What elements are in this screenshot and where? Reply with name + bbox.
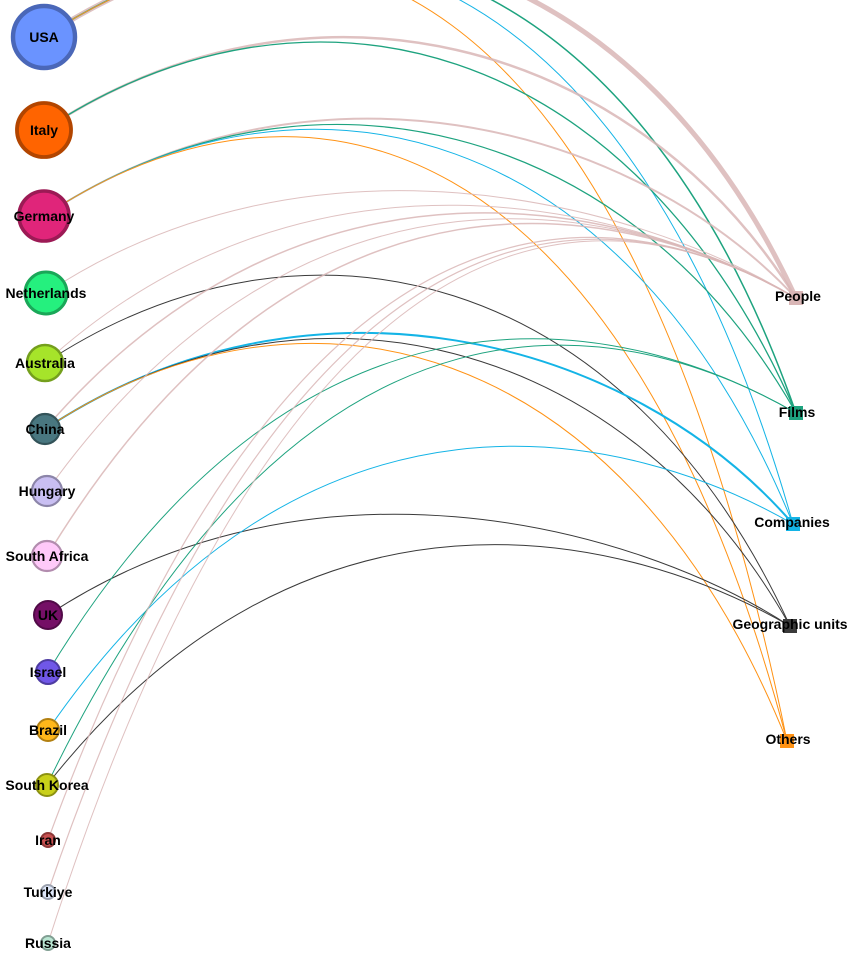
node-netherlands[interactable] xyxy=(23,270,69,316)
label-south-africa: South Africa xyxy=(6,548,89,564)
node-australia[interactable] xyxy=(25,343,65,383)
label-people: People xyxy=(775,288,821,304)
node-germany[interactable] xyxy=(17,189,71,243)
label-iran: Iran xyxy=(35,832,61,848)
edge-netherlands-to-people xyxy=(45,190,797,299)
edge-china-to-others xyxy=(44,342,788,742)
edge-usa-to-people xyxy=(42,0,799,300)
node-hungary[interactable] xyxy=(30,474,64,508)
node-brazil[interactable] xyxy=(36,718,60,742)
label-others: Others xyxy=(765,731,810,747)
node-others[interactable] xyxy=(780,734,794,748)
label-companies: Companies xyxy=(754,514,830,530)
edge-china-to-companies xyxy=(44,332,794,525)
node-italy[interactable] xyxy=(15,101,73,159)
label-films: Films xyxy=(779,404,816,420)
edge-israel-to-films xyxy=(47,338,797,673)
label-italy: Italy xyxy=(30,122,58,138)
label-russia: Russia xyxy=(25,935,71,951)
node-israel[interactable] xyxy=(35,659,61,685)
edge-south-korea-to-films xyxy=(46,344,797,786)
label-geographic-units: Geographic units xyxy=(732,616,847,632)
label-germany: Germany xyxy=(14,208,75,224)
edge-hungary-to-people xyxy=(46,218,797,492)
edge-australia-to-geographic-units xyxy=(44,274,791,627)
edge-germany-to-films xyxy=(43,124,797,414)
node-russia[interactable] xyxy=(40,935,56,951)
edge-south-africa-to-people xyxy=(46,222,797,557)
edge-germany-to-companies xyxy=(43,128,794,525)
node-south-africa[interactable] xyxy=(30,539,64,573)
edge-turkiye-to-people xyxy=(47,238,797,893)
nodes-layer xyxy=(10,3,803,951)
node-iran[interactable] xyxy=(40,832,56,848)
edge-italy-to-people xyxy=(43,36,798,299)
labels-layer: USA ItalyGermanyNetherlandsAustraliaChina… xyxy=(5,29,847,951)
edge-germany-to-people xyxy=(43,117,797,299)
node-south-korea[interactable] xyxy=(35,773,59,797)
node-people[interactable] xyxy=(789,291,803,305)
edge-brazil-to-companies xyxy=(47,445,794,731)
edge-russia-to-people xyxy=(47,240,797,944)
edge-usa-to-companies xyxy=(43,0,794,525)
label-south-korea: South Korea xyxy=(5,777,88,793)
label-uk: UK xyxy=(38,607,58,623)
label-usa: USA xyxy=(29,29,59,45)
edge-china-to-geographic-units xyxy=(44,338,791,627)
label-brazil: Brazil xyxy=(29,722,67,738)
node-turkiye[interactable] xyxy=(40,884,56,900)
label-australia: Australia xyxy=(15,355,75,371)
edge-usa-to-films xyxy=(43,0,797,414)
node-films[interactable] xyxy=(789,406,803,420)
edge-iran-to-people xyxy=(47,236,797,841)
edge-italy-to-films xyxy=(43,41,797,414)
edge-south-korea-to-geographic-units xyxy=(46,544,791,786)
edge-germany-to-others xyxy=(43,136,788,742)
label-china: China xyxy=(26,421,65,437)
label-turkiye: Turkiye xyxy=(24,884,73,900)
label-hungary: Hungary xyxy=(19,483,76,499)
node-china[interactable] xyxy=(28,412,62,446)
label-netherlands: Netherlands xyxy=(6,285,87,301)
node-geographic-units[interactable] xyxy=(783,619,797,633)
node-uk[interactable] xyxy=(33,600,63,630)
node-companies[interactable] xyxy=(786,517,800,531)
edges-layer xyxy=(42,0,799,944)
node-usa[interactable] xyxy=(10,3,78,71)
edge-usa-to-others xyxy=(43,0,788,742)
edge-uk-to-geographic-units xyxy=(47,513,791,627)
label-israel: Israel xyxy=(30,664,67,680)
